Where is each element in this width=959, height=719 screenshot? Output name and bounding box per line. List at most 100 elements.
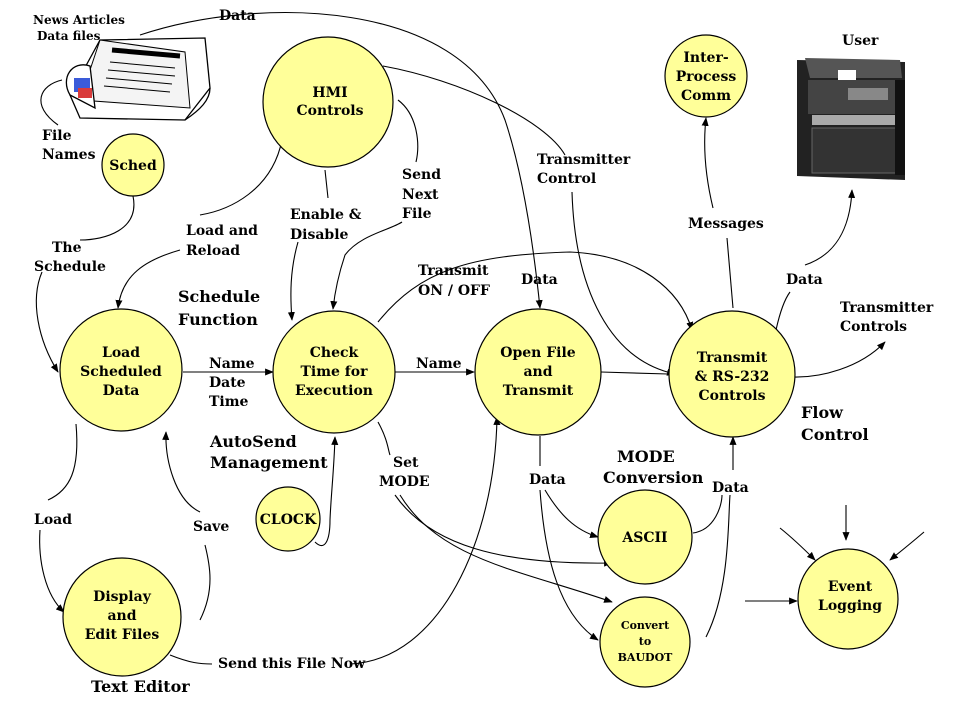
flow-send-now-a	[169, 654, 213, 665]
open-label-2: and	[523, 364, 552, 380]
open-label-1: Open File	[500, 345, 576, 361]
flow-send-now-b	[349, 416, 501, 665]
flow-hmi-tc	[382, 65, 566, 156]
label-name-date-time-1: Name	[209, 356, 255, 372]
flow-ascii-data	[692, 494, 723, 534]
flow-setmode-baudot	[399, 494, 613, 603]
label-data-mode-in: Data	[529, 472, 566, 488]
node-display-edit: Display and Edit Files	[62, 557, 182, 677]
node-sched: Sched	[101, 133, 165, 197]
load-label-2: Scheduled	[80, 364, 162, 380]
flow-msg-ipc	[701, 117, 714, 209]
autosend-1: AutoSend	[209, 432, 297, 451]
flow-setmode	[377, 421, 391, 456]
flow-baudot-data	[705, 494, 731, 638]
transmit-label-1: Transmit	[697, 350, 768, 366]
flow-tc-transmit	[571, 191, 676, 376]
check-label-1: Check	[310, 345, 359, 361]
flow-clock-check	[314, 436, 339, 547]
mode-conversion-1: MODE	[617, 447, 675, 466]
label-the-schedule-2: Schedule	[34, 259, 106, 275]
news-label-line1: News Articles	[33, 13, 125, 27]
ipc-label-1: Inter-	[683, 50, 728, 66]
flow-schedule-in	[35, 271, 59, 373]
node-ascii: ASCII	[597, 489, 693, 585]
flow-enable-check	[287, 241, 299, 321]
baudot-label-1: Convert	[621, 619, 670, 632]
load-label-1: Load	[102, 345, 140, 361]
label-the-schedule-1: The	[52, 240, 82, 256]
display-label-3: Edit Files	[85, 627, 160, 643]
news-label-line2: Data files	[37, 29, 101, 43]
label-data-top: Data	[219, 8, 256, 24]
label-load-reload-1: Load and	[186, 223, 258, 239]
node-inter-process-comm: Inter- Process Comm	[664, 34, 748, 118]
label-enable-disable-2: Disable	[290, 227, 349, 243]
flow-setmode-ascii	[394, 494, 613, 567]
event-label-1: Event	[828, 579, 873, 595]
node-transmit-rs232: Transmit & RS-232 Controls	[668, 310, 796, 438]
flow-save-load	[162, 431, 201, 513]
flow-hmi-enable	[324, 169, 329, 199]
flow-data-ascii	[544, 489, 599, 539]
label-transmitter-control-1: Transmitter	[537, 152, 631, 168]
node-hmi-controls: HMI Controls	[262, 36, 394, 168]
label-file-names-1: File	[42, 128, 72, 144]
label-set-mode-2: MODE	[379, 474, 430, 490]
event-label-2: Logging	[818, 598, 882, 614]
load-label-3: Data	[103, 383, 140, 399]
flow-labels: Data File Names The Schedule Load and Re…	[34, 8, 934, 672]
flow-data-top	[139, 12, 543, 309]
label-data-mode-out: Data	[712, 480, 749, 496]
flow-open-transmit	[600, 371, 669, 375]
mode-conversion-2: Conversion	[603, 468, 704, 487]
user-terminal-icon: User	[797, 33, 905, 180]
label-transmitter-controls-1: Transmitter	[840, 300, 934, 316]
label-name: Name	[416, 356, 462, 372]
flow-data-baudot	[539, 489, 599, 641]
label-data-open: Data	[521, 272, 558, 288]
transmit-label-3: Controls	[698, 388, 765, 404]
node-check-time: Check Time for Execution	[272, 310, 396, 434]
label-transmitter-controls-2: Controls	[840, 319, 907, 335]
label-send-next-3: File	[402, 206, 432, 222]
flow-load-display	[39, 529, 65, 613]
flow-tx-controls	[791, 341, 886, 378]
flow-lines	[35, 12, 925, 665]
flow-send-check	[330, 221, 403, 310]
label-messages: Messages	[688, 216, 764, 232]
node-convert-baudot: Convert to BAUDOT	[599, 596, 691, 688]
label-name-date-time-3: Time	[209, 394, 249, 410]
label-save: Save	[193, 519, 229, 535]
flow-hmi-send	[397, 99, 419, 163]
transmit-label-2: & RS-232	[695, 369, 770, 385]
label-name-date-time-2: Date	[209, 375, 246, 391]
flow-load-out	[47, 423, 78, 501]
flow-msg-out	[726, 237, 734, 309]
flow-file-names	[40, 79, 63, 126]
user-label: User	[842, 33, 879, 49]
text-editor-title: Text Editor	[91, 677, 190, 696]
baudot-label-3: BAUDOT	[618, 651, 674, 664]
ipc-label-2: Process	[676, 69, 737, 85]
flow-hmi-load	[199, 139, 283, 216]
label-data-user: Data	[786, 272, 823, 288]
flow-control-2: Control	[801, 425, 869, 444]
section-titles: Schedule Function AutoSend Management MO…	[91, 287, 869, 696]
open-label-3: Transmit	[503, 383, 574, 399]
label-transmit-onoff-1: Transmit	[418, 263, 489, 279]
hmi-label-2: Controls	[296, 103, 363, 119]
label-transmitter-control-2: Control	[537, 171, 596, 187]
flow-sched-out	[79, 195, 135, 241]
ipc-label-3: Comm	[681, 88, 731, 104]
node-clock: CLOCK	[255, 486, 321, 552]
flow-load-reload	[115, 249, 181, 309]
flow-event-right	[889, 531, 925, 561]
check-label-2: Time for	[300, 364, 368, 380]
flow-data-user-a	[775, 291, 791, 331]
schedule-function-1: Schedule	[178, 287, 260, 306]
sched-label: Sched	[109, 158, 157, 174]
label-transmit-onoff-2: ON / OFF	[418, 283, 490, 299]
label-load-reload-2: Reload	[186, 243, 240, 259]
